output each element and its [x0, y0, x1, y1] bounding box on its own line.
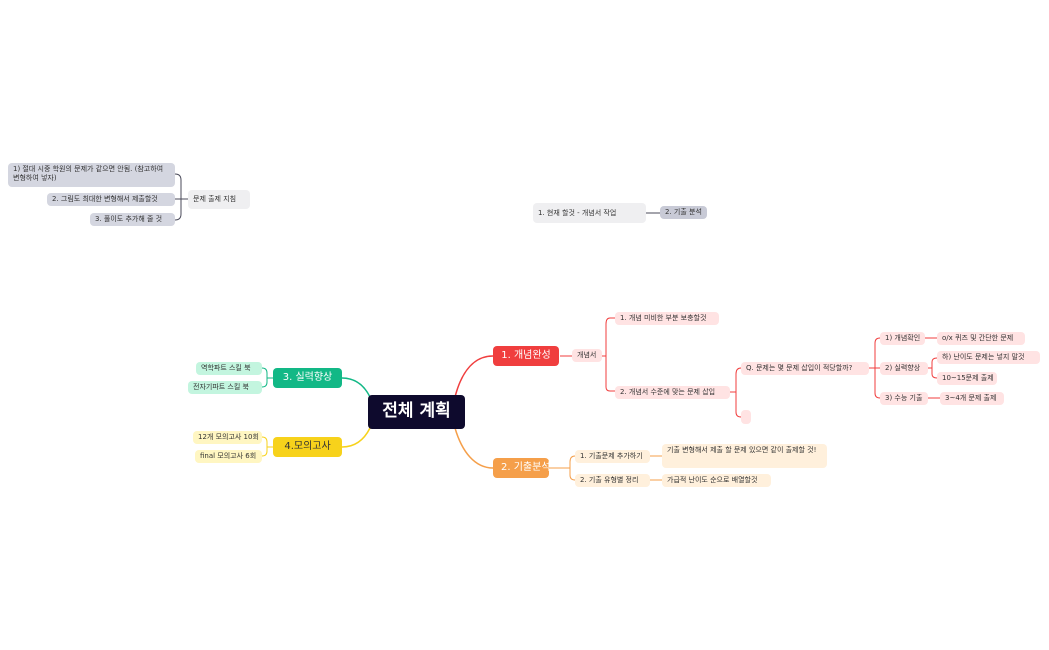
concept-question[interactable]: Q. 문제는 몇 문제 삽입이 적당할까? [741, 362, 869, 375]
level-3[interactable]: 3) 수능 기출 [880, 392, 928, 405]
link-guidelines-items [174, 173, 188, 221]
link-level2-details [928, 357, 938, 379]
branch-past[interactable]: 2. 기출분석 [493, 458, 549, 478]
past-item-2-detail[interactable]: 가급적 난이도 순으로 배열할것 [662, 474, 771, 487]
mock-item-2[interactable]: final 모의고사 6회 [195, 450, 262, 463]
guideline-item-2[interactable]: 2. 그림도 최대한 변형해서 제출할것 [47, 193, 175, 206]
link-root-mock [341, 427, 371, 448]
branch-skill[interactable]: 3. 실력향상 [273, 368, 342, 388]
link-past-items [548, 455, 576, 481]
concept-item-2[interactable]: 2. 개념서 수준에 맞는 문제 삽입 [615, 386, 730, 399]
past-item-1[interactable]: 1. 기출문제 추가하기 [575, 450, 650, 463]
current-next[interactable]: 2. 기출 분석 [660, 206, 707, 219]
level-2[interactable]: 2) 실력향상 [880, 362, 928, 375]
link-root-skill [341, 377, 371, 398]
past-item-2[interactable]: 2. 기출 유형별 정리 [575, 474, 650, 487]
concept-question-empty[interactable] [741, 410, 751, 424]
link-skill-items [261, 367, 273, 388]
skill-item-2[interactable]: 전자기파트 스킬 북 [188, 381, 262, 394]
guidelines-topic[interactable]: 문제 출제 지침 [188, 190, 250, 209]
skill-item-1[interactable]: 역학파트 스킬 북 [196, 362, 262, 375]
level-2-detail-2[interactable]: 10~15문제 출제 [937, 372, 997, 385]
concept-book[interactable]: 개념서 [572, 349, 602, 362]
link-root-concept [454, 355, 494, 398]
link-question-levels [869, 337, 881, 399]
past-item-1-detail[interactable]: 기출 변형해서 제출 할 문제 있으면 같이 출제할 것! [662, 444, 827, 468]
level-3-detail[interactable]: 3~4개 문제 출제 [940, 392, 1004, 405]
level-2-detail-1[interactable]: 하) 난이도 문제는 넣지 말것 [937, 351, 1040, 364]
link-root-past [454, 427, 494, 469]
link-mock-items [261, 436, 273, 457]
guideline-item-1[interactable]: 1) 절대 시중 학원의 문제가 같으면 안됨. (참고하여 변형하여 넣자) [8, 163, 175, 187]
link-question-bracket [735, 367, 742, 418]
guideline-item-3[interactable]: 3. 풀이도 추가해 줄 것 [90, 213, 175, 226]
level-1[interactable]: 1) 개념확인 [880, 332, 925, 345]
mock-item-1[interactable]: 12개 모의고사 10회 [193, 431, 262, 444]
branch-mock[interactable]: 4.모의고사 [273, 437, 342, 457]
current-topic[interactable]: 1. 현재 할것 - 개념서 작업 [533, 203, 646, 223]
link-book-items [602, 317, 615, 392]
concept-item-1[interactable]: 1. 개념 미비한 부분 보충할것 [615, 312, 719, 325]
branch-concept[interactable]: 1. 개념완성 [493, 346, 559, 366]
root-topic[interactable]: 전체 계획 [368, 395, 465, 429]
level-1-detail[interactable]: o/x 퀴즈 및 간단한 문제 [937, 332, 1025, 345]
